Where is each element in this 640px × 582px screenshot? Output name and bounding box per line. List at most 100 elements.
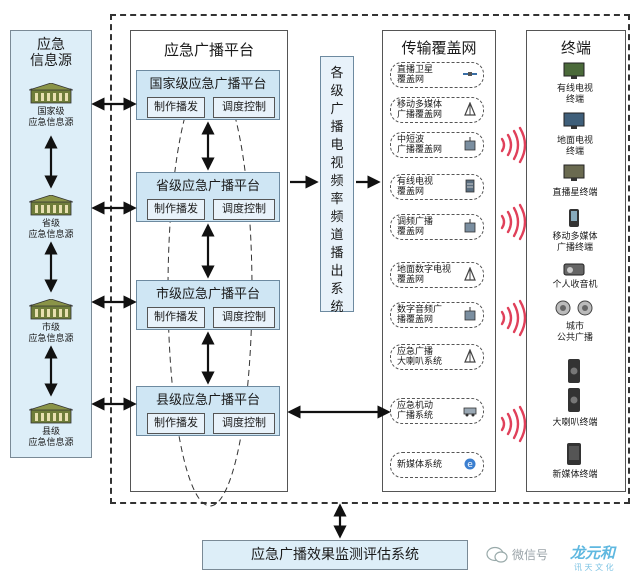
dispatch-control-button[interactable]: 调度控制 xyxy=(213,413,275,434)
building-icon xyxy=(29,83,73,104)
network-label-line1: 调频广播 xyxy=(397,217,434,227)
terminal-item: 大喇叭终端 xyxy=(530,418,620,429)
tv-icon xyxy=(563,164,585,181)
platform-level-title: 省级应急广播平台 xyxy=(155,179,260,194)
dispatch-control-button[interactable]: 调度控制 xyxy=(213,199,275,220)
network-label-line2: 广播覆盖网 xyxy=(397,110,443,120)
terminal-label-line2: 公共广播 xyxy=(556,333,593,343)
info-source-label-line2: 应急信息源 xyxy=(28,438,74,448)
terminal-label-line1: 新媒体终端 xyxy=(552,470,598,480)
network-item: 应急广播 大喇叭系统 xyxy=(390,344,484,370)
network-label-line2: 广播系统 xyxy=(397,411,434,421)
terminal-item: 移动多媒体 广播终端 xyxy=(530,232,620,254)
network-label-line2: 覆盖网 xyxy=(397,227,425,237)
tower-icon xyxy=(464,102,476,116)
broadcast-system-label: 各级广播电视频率频道播出系统 xyxy=(330,66,344,315)
platform-national: 国家级应急广播平台 制作播发 调度控制 xyxy=(136,70,280,120)
watermark-prefix: 微信号 xyxy=(512,548,549,562)
building-icon xyxy=(29,403,73,424)
terminal-label-line1: 大喇叭终端 xyxy=(552,418,598,428)
terminal-label-line1: 直播星终端 xyxy=(552,188,598,198)
info-source-title-line2: 信息源 xyxy=(30,53,72,69)
terminal-item: 新媒体终端 xyxy=(530,470,620,481)
new-media-device-icon xyxy=(567,443,581,465)
network-label-line2: 大喇叭系统 xyxy=(397,357,443,367)
mobile-phone-icon xyxy=(569,209,579,227)
platform-title: 应急广播平台 xyxy=(163,41,254,59)
vehicle-icon xyxy=(463,407,477,417)
tv-icon xyxy=(563,112,585,129)
watermark: 微信号 龙元和 讯 天 文 化 xyxy=(486,540,636,578)
terminal-column: 终端 xyxy=(526,30,626,492)
network-item: 移动多媒体 广播覆盖网 xyxy=(390,97,484,123)
platform-county: 县级应急广播平台 制作播发 调度控制 xyxy=(136,386,280,436)
loudspeaker-icon xyxy=(555,300,593,316)
network-item: 直播卫星 覆盖网 xyxy=(390,62,484,88)
network-label-line1: 新媒体系统 xyxy=(397,460,443,470)
network-item: 新媒体系统 e xyxy=(390,452,484,478)
network-label-line1: 中短波 xyxy=(397,135,425,145)
terminal-title: 终端 xyxy=(560,39,591,57)
network-label-line1: 有线电视 xyxy=(397,177,434,187)
terminal-label-line1: 地面电视 xyxy=(556,136,593,146)
network-item: 应急机动 广播系统 xyxy=(390,398,484,424)
info-source-label-line1: 省级 xyxy=(41,219,60,229)
wechat-icon xyxy=(486,546,508,563)
system-boundary xyxy=(110,14,630,504)
platform-level-title: 县级应急广播平台 xyxy=(155,393,260,408)
tv-icon xyxy=(563,62,585,79)
server-icon xyxy=(465,179,475,193)
terminal-item: 个人收音机 xyxy=(530,280,620,291)
terminal-label-line1: 城市 xyxy=(565,322,584,332)
building-icon xyxy=(29,299,73,320)
broadcast-system-box: 各级广播电视频率频道播出系统 xyxy=(320,56,354,315)
produce-broadcast-button[interactable]: 制作播发 xyxy=(147,307,205,328)
platform-level-title: 国家级应急广播平台 xyxy=(149,77,267,92)
tower-icon xyxy=(464,349,476,363)
terminal-label-line2: 广播终端 xyxy=(556,243,593,253)
platform-provincial: 省级应急广播平台 制作播发 调度控制 xyxy=(136,172,280,222)
dispatch-control-button[interactable]: 调度控制 xyxy=(213,97,275,118)
terminal-label-line1: 有线电视 xyxy=(556,84,593,94)
radio-icon xyxy=(563,263,585,276)
transmitter-icon xyxy=(464,137,476,151)
info-source-label-line1: 国家级 xyxy=(37,107,65,117)
dispatch-control-button[interactable]: 调度控制 xyxy=(213,307,275,328)
terminal-label-line1: 移动多媒体 xyxy=(552,232,598,242)
network-label-line2: 覆盖网 xyxy=(397,275,425,285)
network-item: 数字音频广 播覆盖网 xyxy=(390,302,484,328)
produce-broadcast-button[interactable]: 制作播发 xyxy=(147,199,205,220)
info-source-national: 国家级 应急信息源 xyxy=(11,107,91,129)
watermark-subtext: 讯 天 文 化 xyxy=(574,563,614,572)
evaluation-system-label: 应急广播效果监测评估系统 xyxy=(251,547,419,563)
network-label-line2: 覆盖网 xyxy=(397,75,425,85)
svg-text:e: e xyxy=(467,460,473,470)
network-label-line1: 应急广播 xyxy=(397,347,434,357)
info-source-panel: 应急 信息源 国家级 应急信息源 省级 应急信息源 市级 应急信息源 县级 应急… xyxy=(10,30,92,458)
network-title: 传输覆盖网 xyxy=(401,39,477,57)
network-label-line1: 地面数字电视 xyxy=(397,265,452,275)
platform-municipal: 市级应急广播平台 制作播发 调度控制 xyxy=(136,280,280,330)
network-label-line2: 播覆盖网 xyxy=(397,315,434,325)
info-source-county: 县级 应急信息源 xyxy=(11,427,91,449)
info-source-municipal: 市级 应急信息源 xyxy=(11,323,91,345)
network-item: 中短波 广播覆盖网 xyxy=(390,132,484,158)
terminal-item: 有线电视 终端 xyxy=(530,84,620,106)
info-source-label-line1: 县级 xyxy=(41,427,60,437)
building-icon xyxy=(29,195,73,216)
info-source-provincial: 省级 应急信息源 xyxy=(11,219,91,241)
network-item: 地面数字电视 覆盖网 xyxy=(390,262,484,288)
satellite-icon xyxy=(463,72,477,76)
transmitter-icon xyxy=(464,219,476,233)
info-source-label-line2: 应急信息源 xyxy=(28,118,74,128)
info-source-label-line2: 应急信息源 xyxy=(28,334,74,344)
terminal-label-line1: 个人收音机 xyxy=(552,280,598,290)
network-item: 调频广播 覆盖网 xyxy=(390,214,484,240)
info-source-title-line1: 应急 xyxy=(37,37,65,53)
network-label-line2: 广播覆盖网 xyxy=(397,145,443,155)
produce-broadcast-button[interactable]: 制作播发 xyxy=(147,97,205,118)
speaker-tower-icon xyxy=(568,359,580,412)
produce-broadcast-button[interactable]: 制作播发 xyxy=(147,413,205,434)
transmitter-icon xyxy=(464,307,476,321)
terminal-item: 直播星终端 xyxy=(530,188,620,199)
